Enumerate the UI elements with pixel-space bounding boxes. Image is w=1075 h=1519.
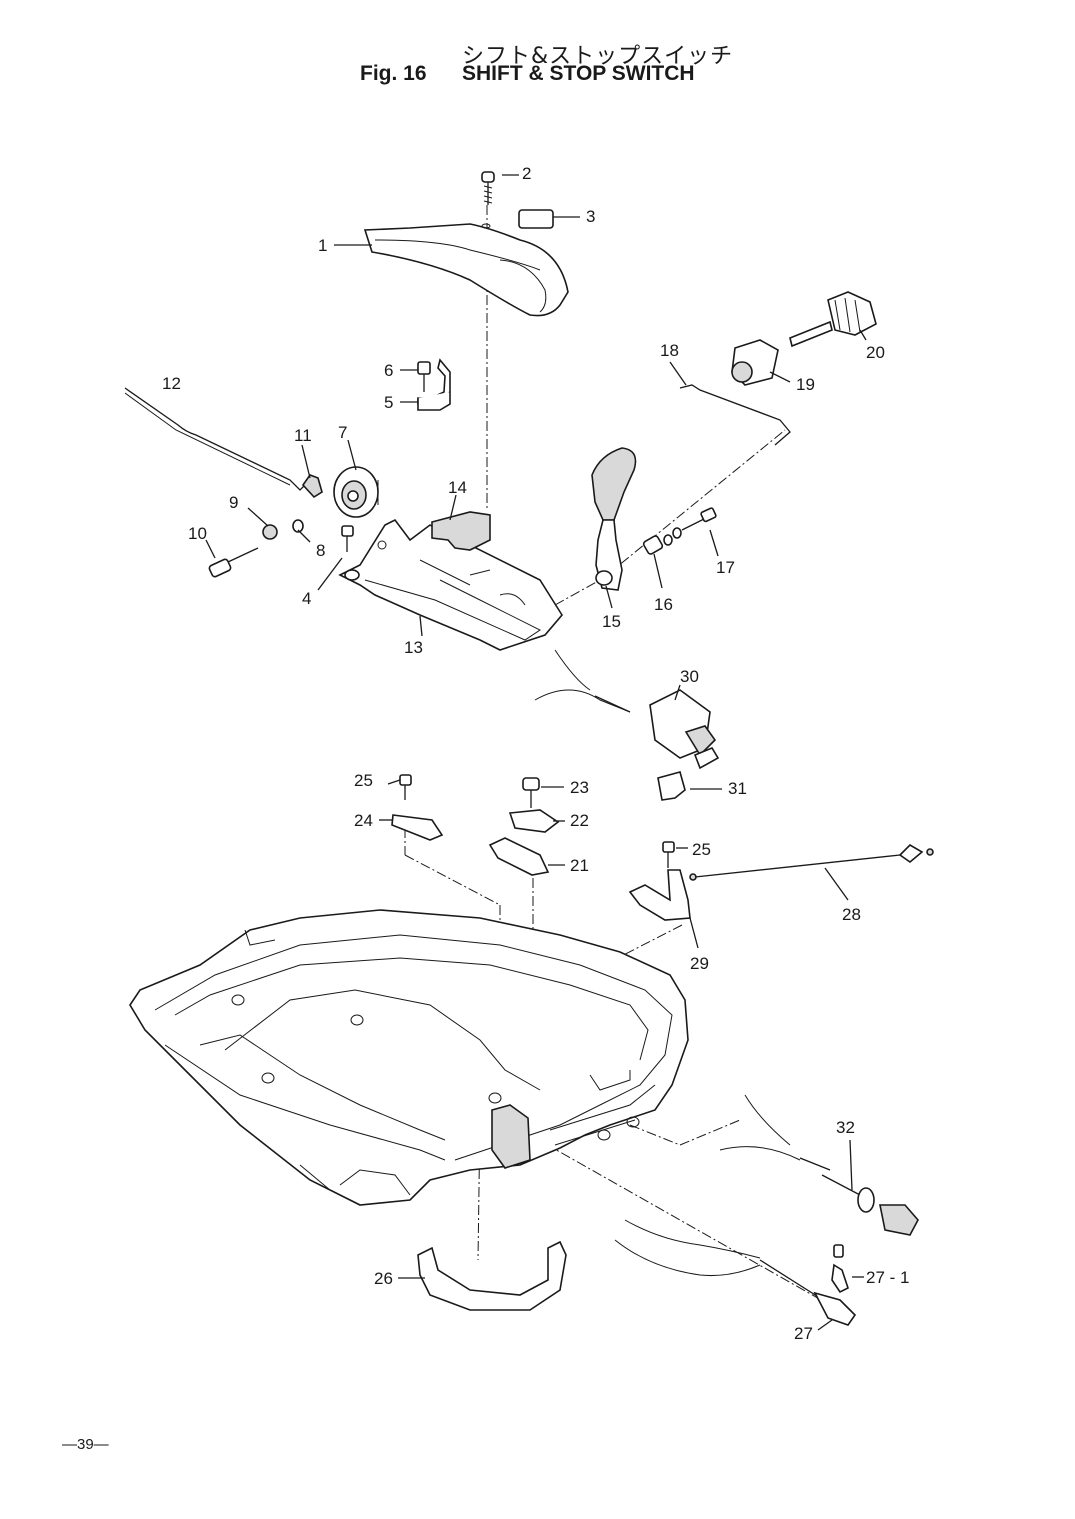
- part-28-cable: [689, 843, 934, 881]
- part-14-plate: [431, 511, 491, 551]
- callout-labels: 1 2 3 4 5 6 7 8 9 10 11 12 13 14 15 16 1…: [162, 164, 909, 1343]
- part-23-bolt: [522, 777, 540, 808]
- part-18-link-rod: [679, 384, 791, 446]
- callout-32: 32: [836, 1118, 855, 1137]
- figure-title-japanese: シフト&ストップスイッチ: [462, 44, 734, 69]
- page-number: —39—: [62, 1436, 109, 1453]
- figure-number: Fig. 16: [360, 62, 427, 85]
- callout-8: 8: [316, 541, 325, 560]
- part-25-bolt-upper: [399, 774, 412, 800]
- part-25-bolt-lower: [662, 841, 675, 868]
- callout-16: 16: [654, 595, 673, 614]
- callout-4: 4: [302, 589, 311, 608]
- callout-17: 17: [716, 558, 735, 577]
- callout-5: 5: [384, 393, 393, 412]
- part-6-bolt: [417, 361, 431, 392]
- callout-21: 21: [570, 856, 589, 875]
- leader-lines: [205, 174, 867, 1331]
- callout-14: 14: [448, 478, 467, 497]
- callout-24: 24: [354, 811, 373, 830]
- part-10-bolt: [208, 547, 259, 578]
- part-22-plate: [508, 809, 560, 833]
- callout-2: 2: [522, 164, 531, 183]
- part-11-clip: [301, 474, 323, 499]
- part-26-strap: [417, 1240, 567, 1311]
- part-2-screw: [481, 171, 495, 205]
- part-4-screw: [341, 525, 354, 552]
- part-7-shift-cam: [333, 466, 379, 518]
- callout-1: 1: [318, 236, 327, 255]
- part-31-clip: [657, 771, 686, 801]
- callout-28: 28: [842, 905, 861, 924]
- callout-20: 20: [866, 343, 885, 362]
- lower-cowling-pan: [129, 909, 689, 1206]
- part-32-stop-switch: [719, 1094, 919, 1236]
- part-5-bracket: [417, 358, 451, 411]
- part-19-knob: [731, 339, 779, 386]
- callout-11: 11: [294, 426, 312, 445]
- callout-26: 26: [374, 1269, 393, 1288]
- part-1-shift-cover: [363, 223, 569, 317]
- callout-6: 6: [384, 361, 393, 380]
- part-15-shift-lever: [591, 447, 637, 591]
- callout-13: 13: [404, 638, 423, 657]
- callout-25-upper: 25: [354, 771, 373, 790]
- callout-10: 10: [188, 524, 207, 543]
- callout-23: 23: [570, 778, 589, 797]
- part-12-shift-rod: [124, 387, 306, 491]
- callout-7: 7: [338, 423, 347, 442]
- part-27-1-clip: [831, 1244, 849, 1294]
- callout-25-lower: 25: [692, 840, 711, 859]
- callout-9: 9: [229, 493, 238, 512]
- callout-12: 12: [162, 374, 181, 393]
- part-29-bracket: [628, 869, 691, 921]
- part-13-base: [338, 518, 563, 651]
- part-27-stop-switch-harness: [614, 1219, 857, 1326]
- callout-3: 3: [586, 207, 595, 226]
- part-16-collar: [642, 535, 664, 555]
- callout-30: 30: [680, 667, 699, 686]
- callout-15: 15: [602, 612, 621, 631]
- figure-title-english: SHIFT & STOP SWITCH: [462, 62, 695, 85]
- callout-27: 27: [794, 1324, 813, 1343]
- callout-18: 18: [660, 341, 679, 360]
- part-21-bracket: [488, 837, 550, 876]
- callout-29: 29: [690, 954, 709, 973]
- part-8-nut: [292, 519, 304, 533]
- callout-22: 22: [570, 811, 589, 830]
- callout-31: 31: [728, 779, 747, 798]
- part-24-plate: [391, 814, 444, 841]
- callout-27-1: 27 - 1: [866, 1268, 909, 1287]
- part-3-pad: [518, 209, 554, 229]
- callout-19: 19: [796, 375, 815, 394]
- part-17-bolt: [663, 507, 717, 546]
- part-9-washer: [262, 524, 278, 540]
- part-20-shaft: [789, 291, 877, 348]
- part-30-switch: [534, 649, 720, 770]
